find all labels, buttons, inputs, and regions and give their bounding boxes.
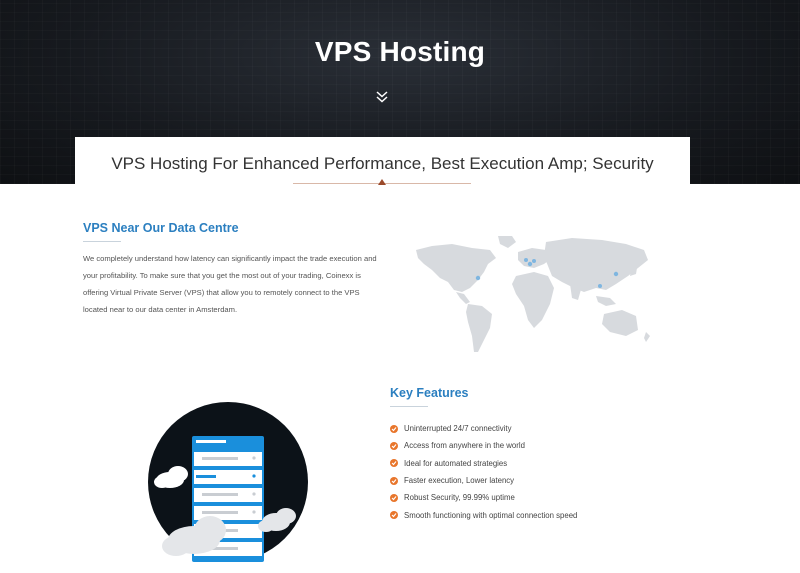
data-centre-divider [83,241,121,242]
list-item: Access from anywhere in the world [390,437,690,454]
list-item: Faster execution, Lower latency [390,472,690,489]
headline-title: VPS Hosting For Enhanced Performance, Be… [111,154,654,173]
list-item: Smooth functioning with optimal connecti… [390,506,690,523]
feature-label: Uninterrupted 24/7 connectivity [404,424,512,434]
data-centre-description: We completely understand how latency can… [83,254,377,314]
headline-card: VPS Hosting For Enhanced Performance, Be… [75,137,690,192]
list-item: Robust Security, 99.99% uptime [390,489,690,506]
double-chevron-down-icon[interactable] [375,90,389,104]
map-marker [613,271,619,277]
page-title: VPS Hosting [314,36,486,67]
list-item: Uninterrupted 24/7 connectivity [390,420,690,437]
check-icon [390,511,398,520]
map-marker [532,259,536,263]
check-icon [390,459,398,468]
map-marker [475,275,481,281]
data-centre-title: VPS Near Our Data Centre [83,221,239,235]
triangle-marker-icon [378,179,386,185]
world-map-image [416,236,650,352]
check-icon [390,476,398,485]
feature-label: Smooth functioning with optimal connecti… [404,510,578,520]
feature-label: Faster execution, Lower latency [404,476,515,486]
feature-label: Ideal for automated strategies [404,458,508,468]
feature-label: Robust Security, 99.99% uptime [404,493,515,503]
map-marker [527,261,533,267]
key-features-title: Key Features [390,386,469,400]
map-marker [524,258,528,262]
check-icon [390,424,398,433]
check-icon [390,493,398,502]
vps-server-illustration [148,402,308,562]
check-icon [390,441,398,450]
key-features-list: Uninterrupted 24/7 connectivity Access f… [390,420,690,524]
feature-label: Access from anywhere in the world [404,441,525,451]
key-features-divider [390,406,428,407]
list-item: Ideal for automated strategies [390,455,690,472]
map-marker [598,284,602,288]
